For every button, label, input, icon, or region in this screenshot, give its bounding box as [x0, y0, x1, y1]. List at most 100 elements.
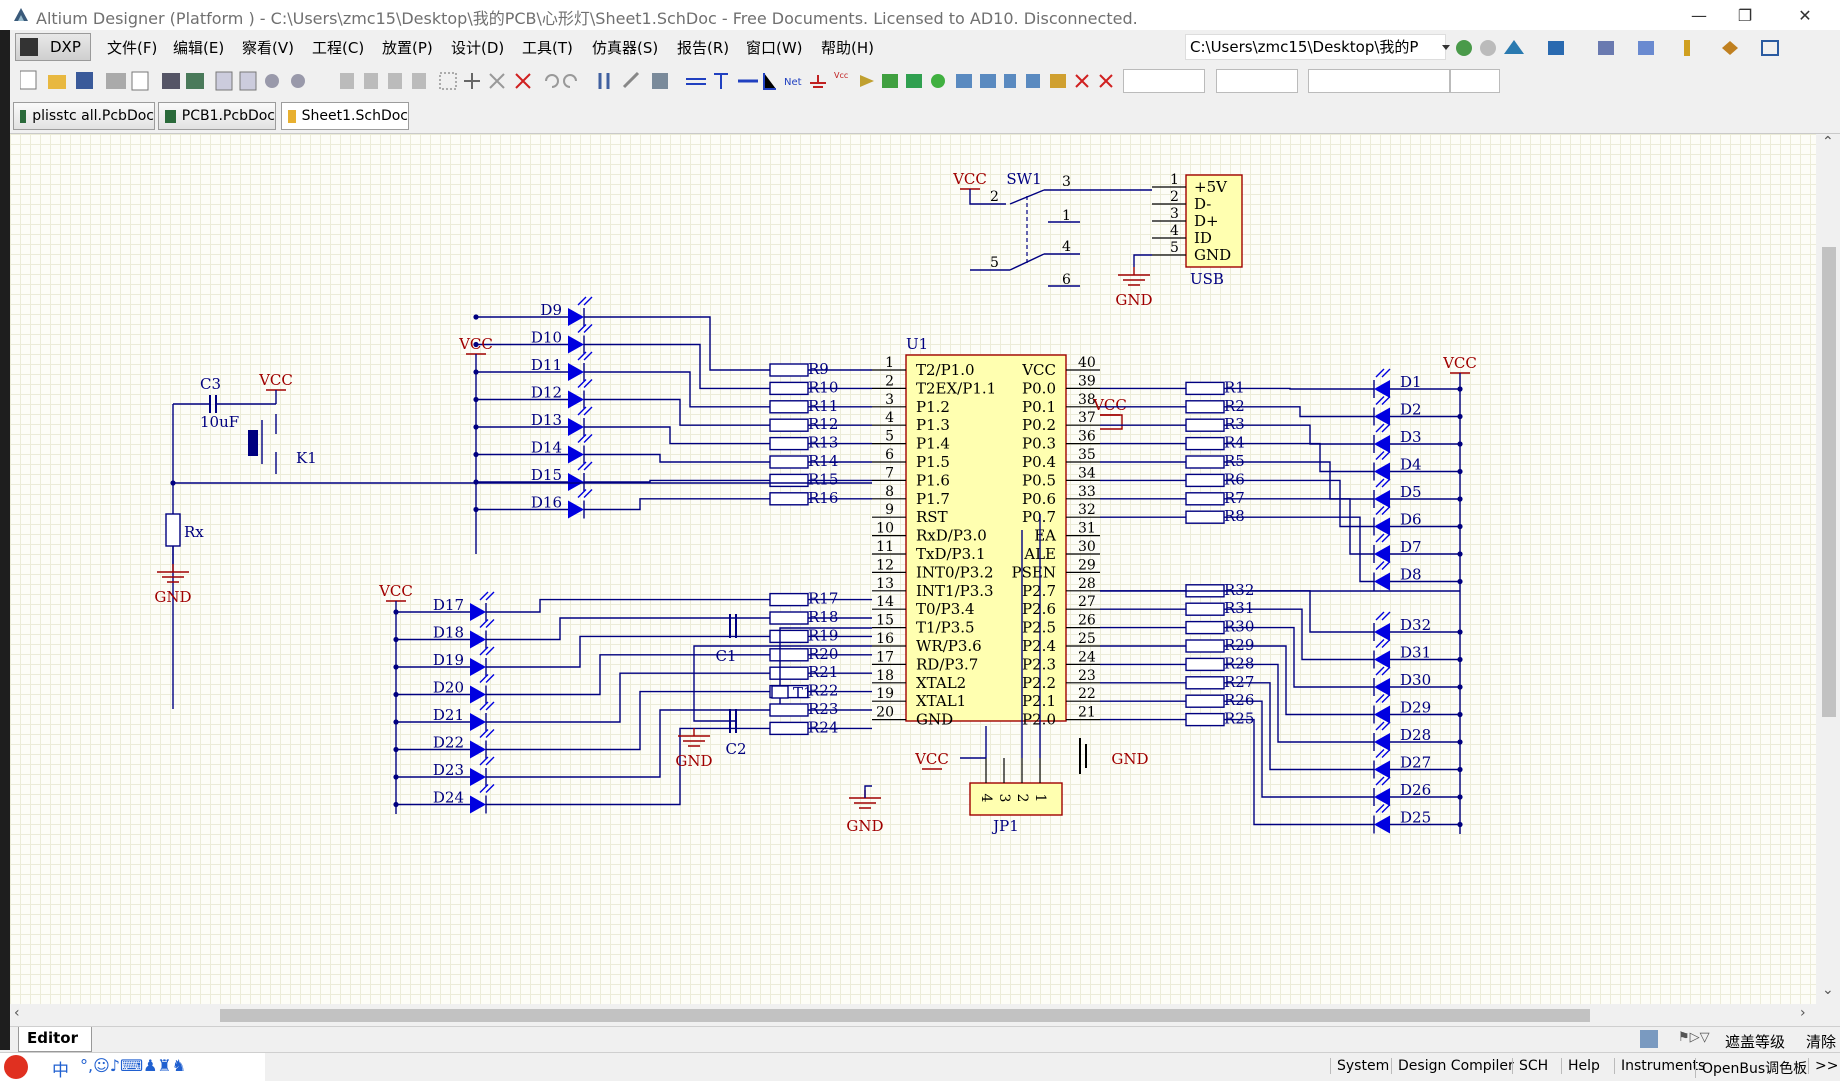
led-d30 [1374, 678, 1390, 696]
document-tabs: plisstc all.PcbDoc PCB1.PcbDoc Sheet1.Sc… [10, 99, 1840, 134]
pin-number: 23 [1078, 668, 1096, 684]
led-d28 [1374, 733, 1390, 751]
pin-number: 7 [885, 465, 894, 481]
pin-name: P2.4 [1022, 637, 1056, 655]
panel-more[interactable]: >> [1808, 1058, 1838, 1074]
minimize-button[interactable]: — [1691, 5, 1707, 25]
pin-number: 26 [1078, 613, 1096, 629]
wire [969, 189, 1006, 205]
resistor-label: R26 [1224, 691, 1254, 709]
pin-number: 1 [1170, 172, 1179, 188]
c3-designator: C3 [200, 375, 221, 393]
document-path-field[interactable]: C:\Users\zmc15\Desktop\我的P [1185, 34, 1446, 60]
led-d1 [1374, 380, 1390, 398]
led-d15 [568, 473, 584, 491]
resistor-r31 [1185, 602, 1225, 616]
led-d14 [568, 445, 584, 464]
panel-system[interactable]: System [1330, 1058, 1389, 1074]
menu-view[interactable]: 察看(V) [242, 39, 294, 57]
toolbar-combo-2[interactable] [1216, 69, 1298, 93]
wire [1224, 682, 1374, 771]
menu-simulator[interactable]: 仿真器(S) [592, 39, 659, 57]
pin-number: 11 [876, 539, 894, 555]
panel-help[interactable]: Help [1561, 1058, 1600, 1074]
resistor-r26 [1185, 694, 1225, 708]
wire [486, 672, 770, 723]
resistor-r7 [1185, 492, 1225, 506]
led-arrows [479, 674, 495, 683]
dxp-menu-button[interactable]: DXP [15, 33, 91, 61]
crystal-t1 [771, 685, 789, 699]
tab-plisstc-pcbdoc[interactable]: plisstc all.PcbDoc [13, 102, 155, 130]
horizontal-scrollbar[interactable]: ‹ › [10, 1004, 1816, 1026]
vertical-scroll-thumb[interactable] [1822, 247, 1836, 717]
pin-number: 28 [1078, 576, 1096, 592]
pin-number: 4 [1170, 223, 1179, 239]
resistor-r13 [769, 436, 809, 451]
sw1-designator: SW1 [1006, 170, 1041, 188]
pin-name: P0.5 [1022, 471, 1056, 489]
pin-name: P1.3 [916, 416, 950, 434]
header-jp1 [969, 782, 1063, 816]
pin-number: 2 [1170, 189, 1179, 205]
pin-number: 8 [885, 484, 894, 500]
toolbar-combo-1[interactable] [1123, 69, 1205, 93]
menu-window[interactable]: 窗口(W) [746, 39, 803, 57]
scroll-down-icon[interactable]: ⌄ [1822, 982, 1834, 998]
resistor-label: R17 [808, 590, 838, 608]
restore-button[interactable]: ❐ [1737, 5, 1753, 25]
filter-icon[interactable]: ⚑▷▽ [1678, 1030, 1710, 1045]
menu-design[interactable]: 设计(D) [451, 39, 505, 57]
led-label: D10 [531, 329, 562, 347]
menu-file[interactable]: 文件(F) [107, 39, 158, 57]
wire [1224, 442, 1374, 473]
editor-tab[interactable]: Editor [18, 1027, 92, 1052]
panel-openbus[interactable]: OpenBus调色板 [1695, 1058, 1807, 1078]
vertical-scrollbar[interactable]: ⌃ ⌄ [1816, 134, 1840, 1004]
menu-project[interactable]: 工程(C) [312, 39, 365, 57]
resistor-r14 [769, 455, 809, 469]
scroll-up-icon[interactable]: ⌃ [1822, 134, 1834, 150]
menu-tools[interactable]: 工具(T) [522, 39, 573, 57]
clear-button[interactable]: 清除 [1806, 1033, 1837, 1051]
tab-pcb1-pcbdoc[interactable]: PCB1.PcbDoc [158, 102, 276, 130]
menu-place[interactable]: 放置(P) [382, 39, 433, 57]
toolbar-combo-3[interactable] [1308, 69, 1450, 93]
menu-reports[interactable]: 报告(R) [677, 39, 730, 57]
horizontal-scroll-thumb[interactable] [220, 1009, 1590, 1022]
vcc-wire [1100, 414, 1123, 430]
led-d20 [470, 685, 486, 704]
brush-icon[interactable] [1640, 1030, 1658, 1048]
panel-design-compiler[interactable]: Design Compiler [1391, 1058, 1514, 1074]
close-button[interactable]: ✕ [1798, 5, 1812, 25]
resistor-label: R20 [808, 645, 838, 663]
mask-level-button[interactable]: 遮盖等级 [1725, 1033, 1786, 1051]
wire [1224, 424, 1374, 445]
led-arrows [479, 784, 495, 793]
vcc-label: VCC [914, 750, 949, 768]
tab-sheet1-schdoc[interactable]: Sheet1.SchDoc [281, 102, 409, 130]
led-arrows [1375, 423, 1391, 433]
panel-instruments[interactable]: Instruments [1614, 1058, 1705, 1074]
pin-number: 3 [885, 392, 894, 408]
ime-language[interactable]: 中 [52, 1061, 69, 1081]
pin-name: GND [916, 711, 953, 729]
wire [486, 635, 770, 668]
toolbar-combo-4[interactable] [1450, 69, 1500, 93]
ime-toolbar[interactable]: 中 °,☺♪⌨♟♜♞ [0, 1053, 265, 1081]
led-d18 [470, 630, 486, 649]
sw-pin: 3 [1062, 174, 1071, 190]
led-d2 [1374, 407, 1390, 426]
led-arrows [1375, 561, 1391, 570]
scroll-left-icon[interactable]: ‹ [14, 1005, 20, 1021]
pin-name: RxD/P3.0 [916, 527, 987, 545]
resistor-label: R24 [808, 718, 838, 736]
panel-sch[interactable]: SCH [1512, 1058, 1548, 1074]
menu-edit[interactable]: 编辑(E) [173, 39, 225, 57]
led-d32 [1374, 623, 1390, 641]
menu-help[interactable]: 帮助(H) [821, 39, 874, 57]
scroll-right-icon[interactable]: › [1800, 1005, 1806, 1021]
wire [1224, 663, 1374, 743]
